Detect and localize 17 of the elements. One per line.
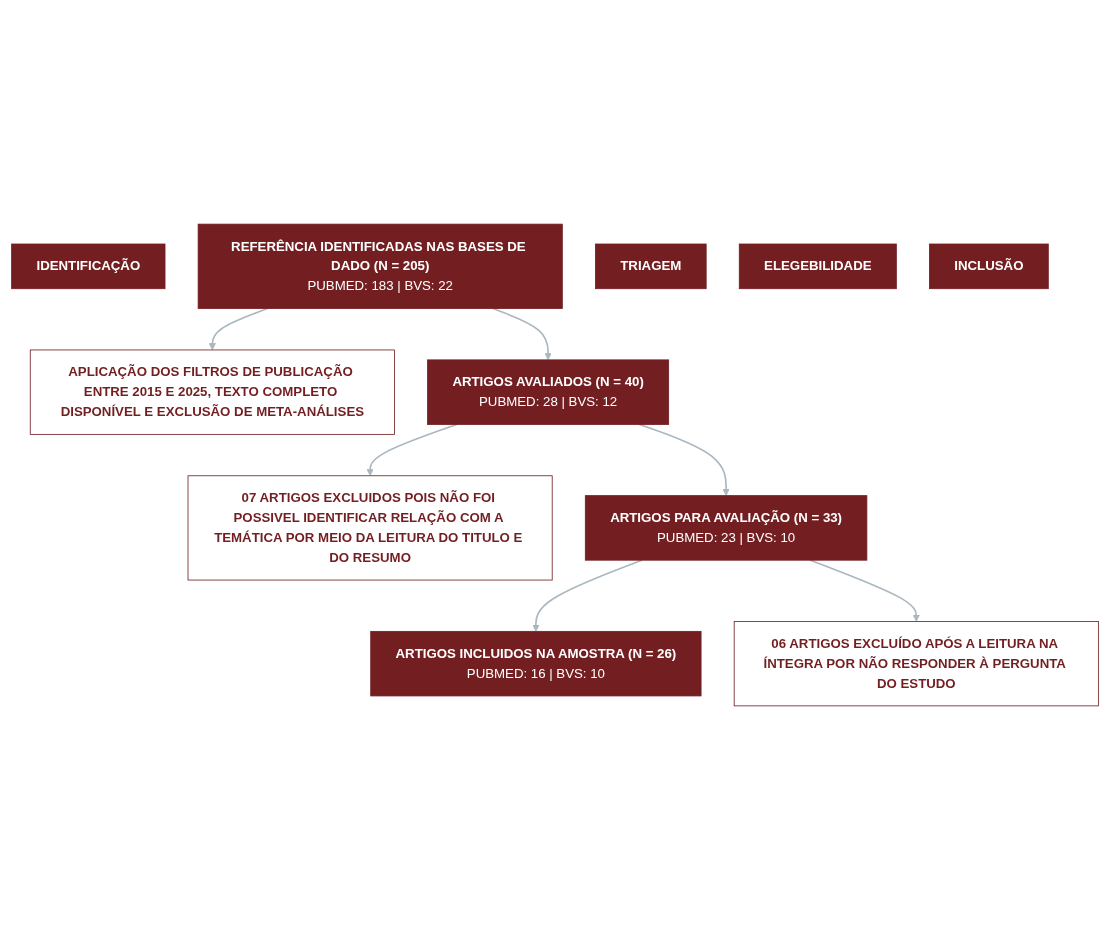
arrow — [532, 558, 643, 632]
node-box: ELEGEBILIDADE — [738, 243, 897, 289]
arrow — [366, 423, 458, 476]
arrow — [638, 423, 730, 496]
node-box: ARTIGOS AVALIADOS (N = 40) PUBMED: 28 | BVS: 12 — [427, 358, 670, 425]
node-box: REFERÊNCIA IDENTIFICADAS NAS BASES DE DADO (N = 205) PUBMED: 183 | BVS: 22 — [197, 223, 563, 309]
node-box: 07 ARTIGOS EXCLUIDOS POIS NÃO FOI POSSIVEL IDENTIFICAR RELAÇÃO COM A TEMÁTICA POR MEIO DA LEITURA DO TITULO E DO RESUMO — [187, 474, 553, 580]
arrow — [492, 307, 552, 360]
node-box: ARTIGOS INCLUIDOS NA AMOSTRA (N = 26) PUBMED: 16 | BVS: 10 — [370, 630, 702, 696]
node-box: TRIAGEM — [595, 243, 707, 289]
arrow — [208, 307, 269, 350]
node-box: ARTIGOS PARA AVALIAÇÃO (N = 33) PUBMED: 23 | BVS: 10 — [584, 494, 868, 561]
node-box: 06 ARTIGOS EXCLUÍDO APÓS A LEITURA NA ÍNTEGRA POR NÃO RESPONDER À PERGUNTA DO ESTUDO — [733, 620, 1099, 706]
arrow — [809, 558, 920, 622]
node-box: INCLUSÃO — [929, 243, 1049, 289]
node-box: IDENTIFICAÇÃO — [11, 243, 166, 289]
node-box: APLICAÇÃO DOS FILTROS DE PUBLICAÇÃO ENTRE 2015 E 2025, TEXTO COMPLETO DISPONÍVEL E EXCLUSÃO DE META-ANÁLISES — [29, 349, 395, 435]
